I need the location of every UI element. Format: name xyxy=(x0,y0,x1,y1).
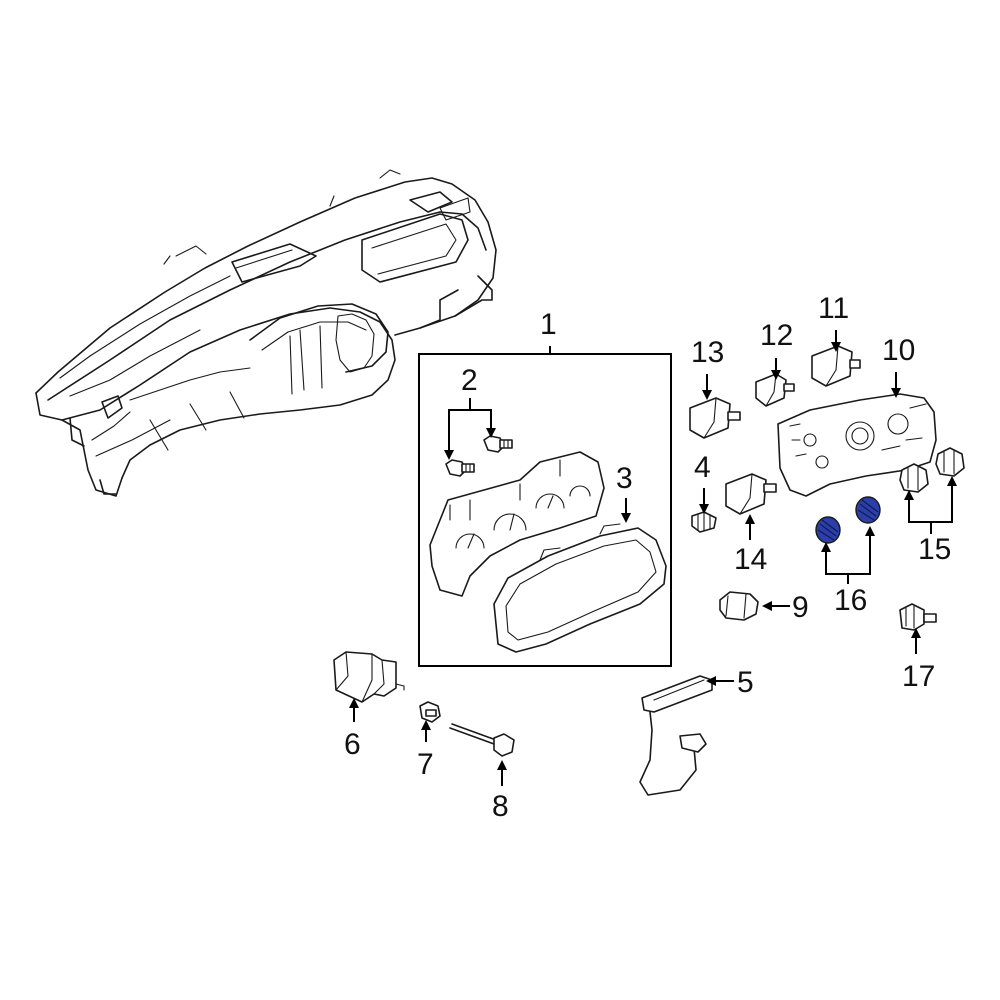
part-17-socket xyxy=(899,603,937,631)
callout-16: 16 xyxy=(834,584,867,617)
leader-2 xyxy=(444,398,496,460)
leader-10 xyxy=(891,372,901,398)
part-2-screws xyxy=(445,435,513,477)
leader-6 xyxy=(349,698,359,722)
part-15-knobs xyxy=(899,447,965,493)
leader-11 xyxy=(831,330,841,352)
callout-14: 14 xyxy=(734,543,767,576)
part-16-knobs-highlighted xyxy=(815,496,881,544)
leader-8 xyxy=(497,760,507,786)
part-8-rod xyxy=(449,723,515,757)
leader-16 xyxy=(821,526,875,584)
callout-17: 17 xyxy=(902,660,935,693)
part-5-harness xyxy=(639,675,713,796)
leader-17 xyxy=(911,628,921,654)
leader-9 xyxy=(762,601,790,611)
part-3-cluster-lens xyxy=(493,523,667,653)
part-4-socket xyxy=(691,511,717,533)
callout-2: 2 xyxy=(461,364,478,397)
part-7-clip xyxy=(419,701,441,723)
callout-11: 11 xyxy=(818,292,849,325)
callout-5: 5 xyxy=(737,666,754,699)
cluster-group-box xyxy=(418,353,672,667)
part-9-knob xyxy=(719,591,759,621)
leader-12 xyxy=(771,358,781,380)
part-6-module xyxy=(333,651,405,703)
callout-8: 8 xyxy=(492,790,509,823)
part-13-switch xyxy=(689,397,741,439)
dashboard-assembly xyxy=(35,169,497,497)
leader-5 xyxy=(706,676,734,686)
part-1-gauge-plate xyxy=(429,451,605,597)
leader-7 xyxy=(421,720,431,742)
leader-4 xyxy=(699,488,709,514)
leader-13 xyxy=(702,374,712,400)
part-12-switch xyxy=(755,373,795,407)
callout-7: 7 xyxy=(417,748,434,781)
callout-1: 1 xyxy=(540,308,557,341)
leader-3 xyxy=(621,498,631,523)
callout-9: 9 xyxy=(792,591,809,624)
callout-12: 12 xyxy=(760,319,793,352)
leader-15 xyxy=(904,476,957,534)
callout-6: 6 xyxy=(344,728,361,761)
part-14-switch xyxy=(725,473,777,515)
callout-3: 3 xyxy=(616,462,633,495)
callout-15: 15 xyxy=(918,533,951,566)
leader-14 xyxy=(745,514,755,540)
callout-13: 13 xyxy=(691,336,724,369)
callout-4: 4 xyxy=(694,451,711,484)
part-10-control-panel xyxy=(777,393,937,497)
callout-10: 10 xyxy=(882,334,915,367)
